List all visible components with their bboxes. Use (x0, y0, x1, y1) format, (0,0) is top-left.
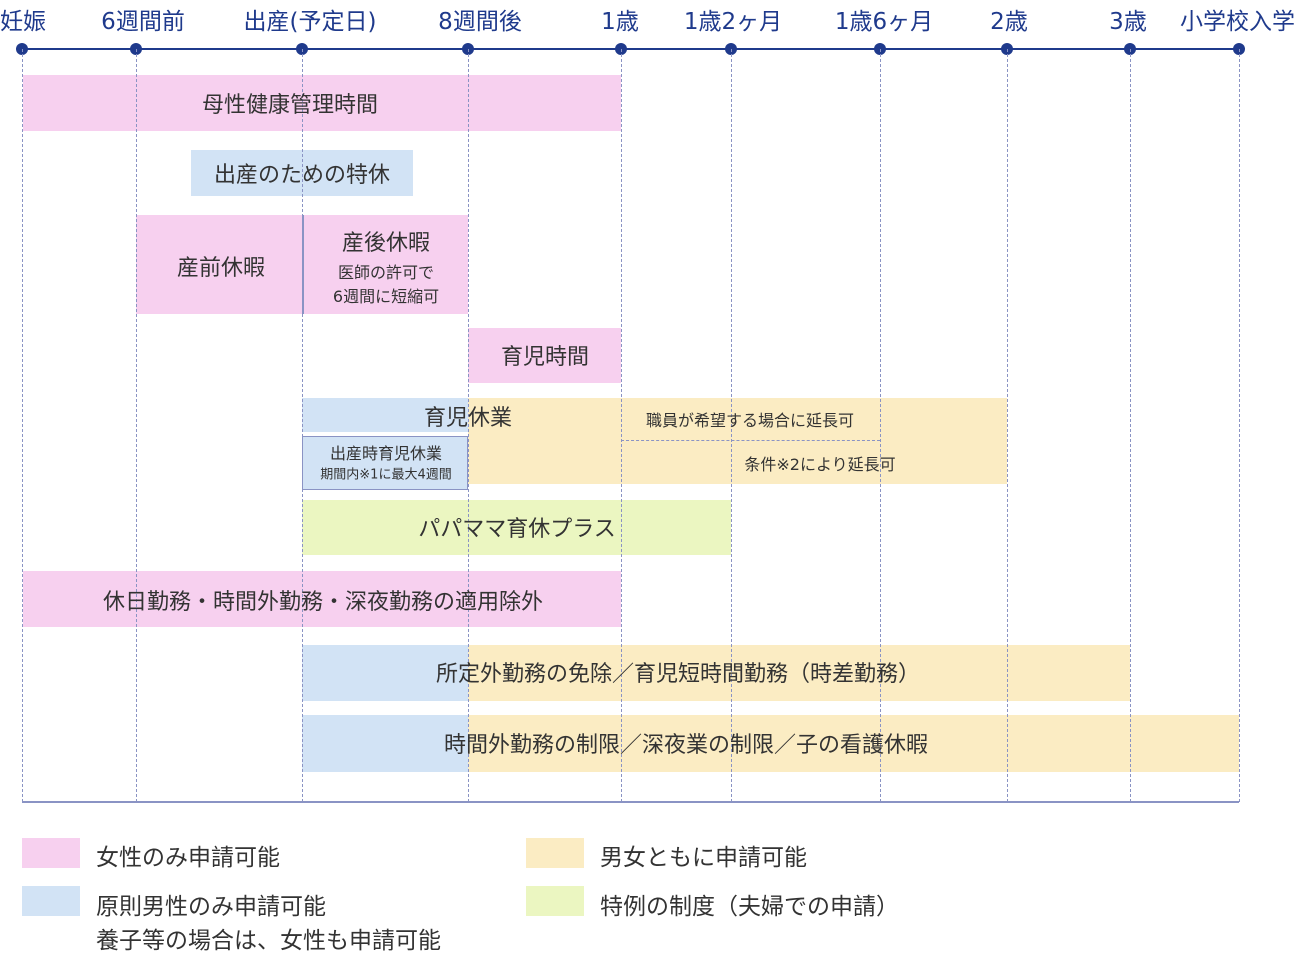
gridline (731, 49, 732, 802)
label-childcare-time: 育児時間 (500, 345, 590, 370)
bar-overtime-exemption-yellow (468, 645, 1130, 701)
border-birth-leave-left (302, 436, 303, 490)
border-birth-leave-top (302, 436, 468, 437)
label-maternal-health: 母性健康管理時間 (201, 93, 379, 118)
tick-label-pregnancy: 妊娠 (0, 9, 46, 35)
bar-overtime-exemption-blue (302, 645, 468, 701)
tick-label-1-year-2-months: 1歳2ヶ月 (683, 9, 783, 35)
label-work-exemption: 休日勤務・時間外勤務・深夜勤務の適用除外 (102, 590, 544, 615)
bottom-axis (22, 801, 1239, 803)
legend-swatch-special (526, 886, 584, 916)
bar-childcare-leave-blue (302, 398, 468, 432)
legend-special: 特例の制度（夫婦での申請） (600, 894, 899, 920)
label-overtime-limit: 時間外勤務の制限／深夜業の制限／子の看護休暇 (443, 733, 929, 758)
gridline (468, 49, 469, 802)
gridline (621, 49, 622, 802)
bar-work-exemption (23, 571, 621, 627)
label-birth-childcare-leave: 出産時育児休業 (329, 444, 443, 463)
bar-papa-mama-plus (302, 500, 731, 555)
tick-label-6-weeks-before: 6週間前 (101, 9, 185, 35)
separator-pre-post-natal (302, 215, 304, 314)
label-childbirth-leave: 出産のための特休 (213, 163, 391, 188)
gridline (302, 49, 303, 802)
gridline (1130, 49, 1131, 802)
gridline (22, 49, 23, 802)
legend-men-principle: 原則男性のみ申請可能 (96, 894, 326, 920)
bar-childcare-time (468, 328, 621, 383)
tick-label-birth: 出産(予定日) (243, 9, 377, 35)
tick-label-1-year: 1歳 (601, 9, 639, 35)
timeline-axis (22, 48, 1239, 50)
bar-childcare-leave-yellow (468, 398, 1007, 484)
label-postnatal-leave: 産後休暇 (341, 231, 431, 256)
bar-maternal-health (23, 75, 621, 131)
tick-label-2-years: 2歳 (990, 9, 1028, 35)
extension-divider (621, 440, 880, 441)
label-prenatal-leave: 産前休暇 (176, 256, 266, 281)
gridline (1007, 49, 1008, 802)
label-extension-request: 職員が希望する場合に延長可 (645, 411, 855, 430)
label-papa-mama-plus: パパママ育休プラス (418, 517, 616, 542)
border-birth-leave-bottom (302, 489, 468, 490)
legend-swatch-both (526, 838, 584, 868)
gridline (136, 49, 137, 802)
gridline (880, 49, 881, 802)
legend-both: 男女ともに申請可能 (600, 845, 807, 871)
tick-label-8-weeks-after: 8週間後 (438, 9, 522, 35)
tick-label-3-years: 3歳 (1109, 9, 1147, 35)
label-overtime-exemption: 所定外勤務の免除／育児短時間勤務（時差勤務） (435, 662, 921, 687)
legend-men-principle-note: 養子等の場合は、女性も申請可能 (96, 928, 441, 954)
legend-swatch-women-only (22, 838, 80, 868)
label-childcare-leave: 育児休業 (423, 406, 513, 431)
bar-overtime-limit-yellow (468, 715, 1239, 772)
label-postnatal-note-1: 医師の許可で (337, 263, 435, 282)
gridline (1239, 49, 1240, 802)
tick-label-school-entry: 小学校入学 (1180, 9, 1295, 35)
legend-women-only: 女性のみ申請可能 (96, 845, 280, 871)
label-postnatal-note-2: 6週間に短縮可 (332, 287, 440, 306)
bar-overtime-limit-blue (302, 715, 468, 772)
label-birth-childcare-note: 期間内※1に最大4週間 (320, 467, 452, 483)
bar-birth-childcare-leave (302, 436, 468, 490)
legend-swatch-men-principle (22, 886, 80, 916)
border-birth-leave-right (467, 436, 468, 490)
label-extension-condition: 条件※2により延長可 (744, 455, 896, 474)
tick-label-1-year-6-months: 1歳6ヶ月 (834, 9, 934, 35)
